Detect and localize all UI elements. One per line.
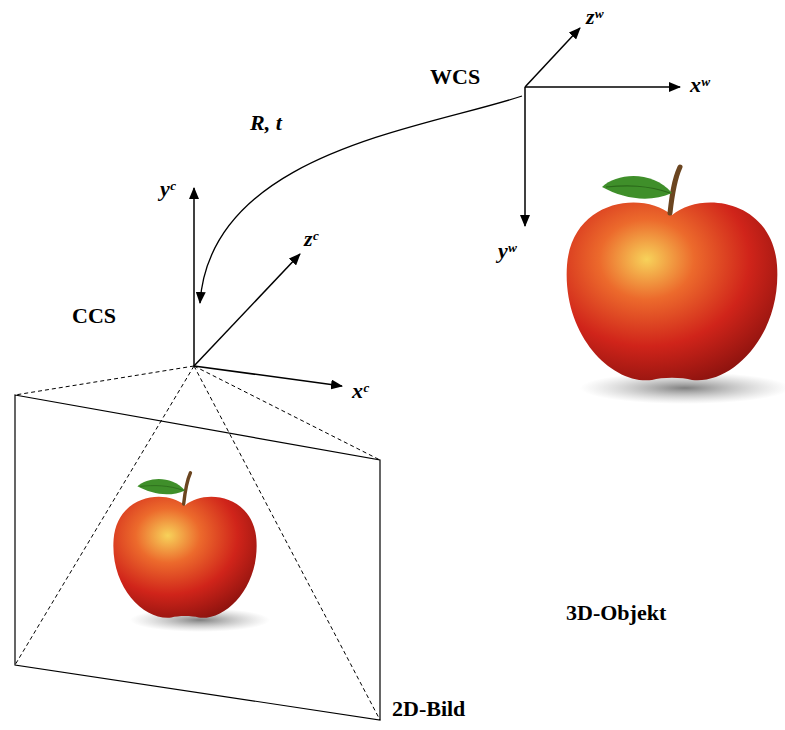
apple-object: [567, 167, 778, 380]
axis-label: yᶜ: [160, 176, 175, 202]
axis-line: [193, 188, 195, 366]
frame-label: WCS: [430, 64, 522, 96]
projection-ray: [15, 366, 194, 395]
axis-line: [524, 87, 526, 226]
axis-line: [194, 366, 342, 386]
frame-name: CCS: [72, 303, 200, 329]
axis-label: xᶜ: [352, 378, 369, 404]
axis-label: zᶜ: [304, 226, 318, 252]
caption-label: 3D-Objekt: [566, 600, 666, 626]
axis-label: yʷ: [498, 238, 516, 264]
apple-image: [113, 473, 256, 618]
axis-line: [194, 254, 300, 366]
transform-arrow: [200, 96, 522, 303]
frame-label: CCS: [72, 303, 200, 335]
caption-label: 2D-Bild: [392, 696, 465, 722]
axis-line: [525, 86, 680, 88]
frame-name: WCS: [430, 64, 522, 90]
transform-label: R, t: [250, 110, 282, 136]
axis-label: zʷ: [586, 4, 603, 30]
axis-label: xʷ: [690, 72, 710, 98]
projection-ray: [194, 366, 380, 460]
axis-line: [525, 28, 580, 87]
image-plane: [15, 395, 380, 720]
